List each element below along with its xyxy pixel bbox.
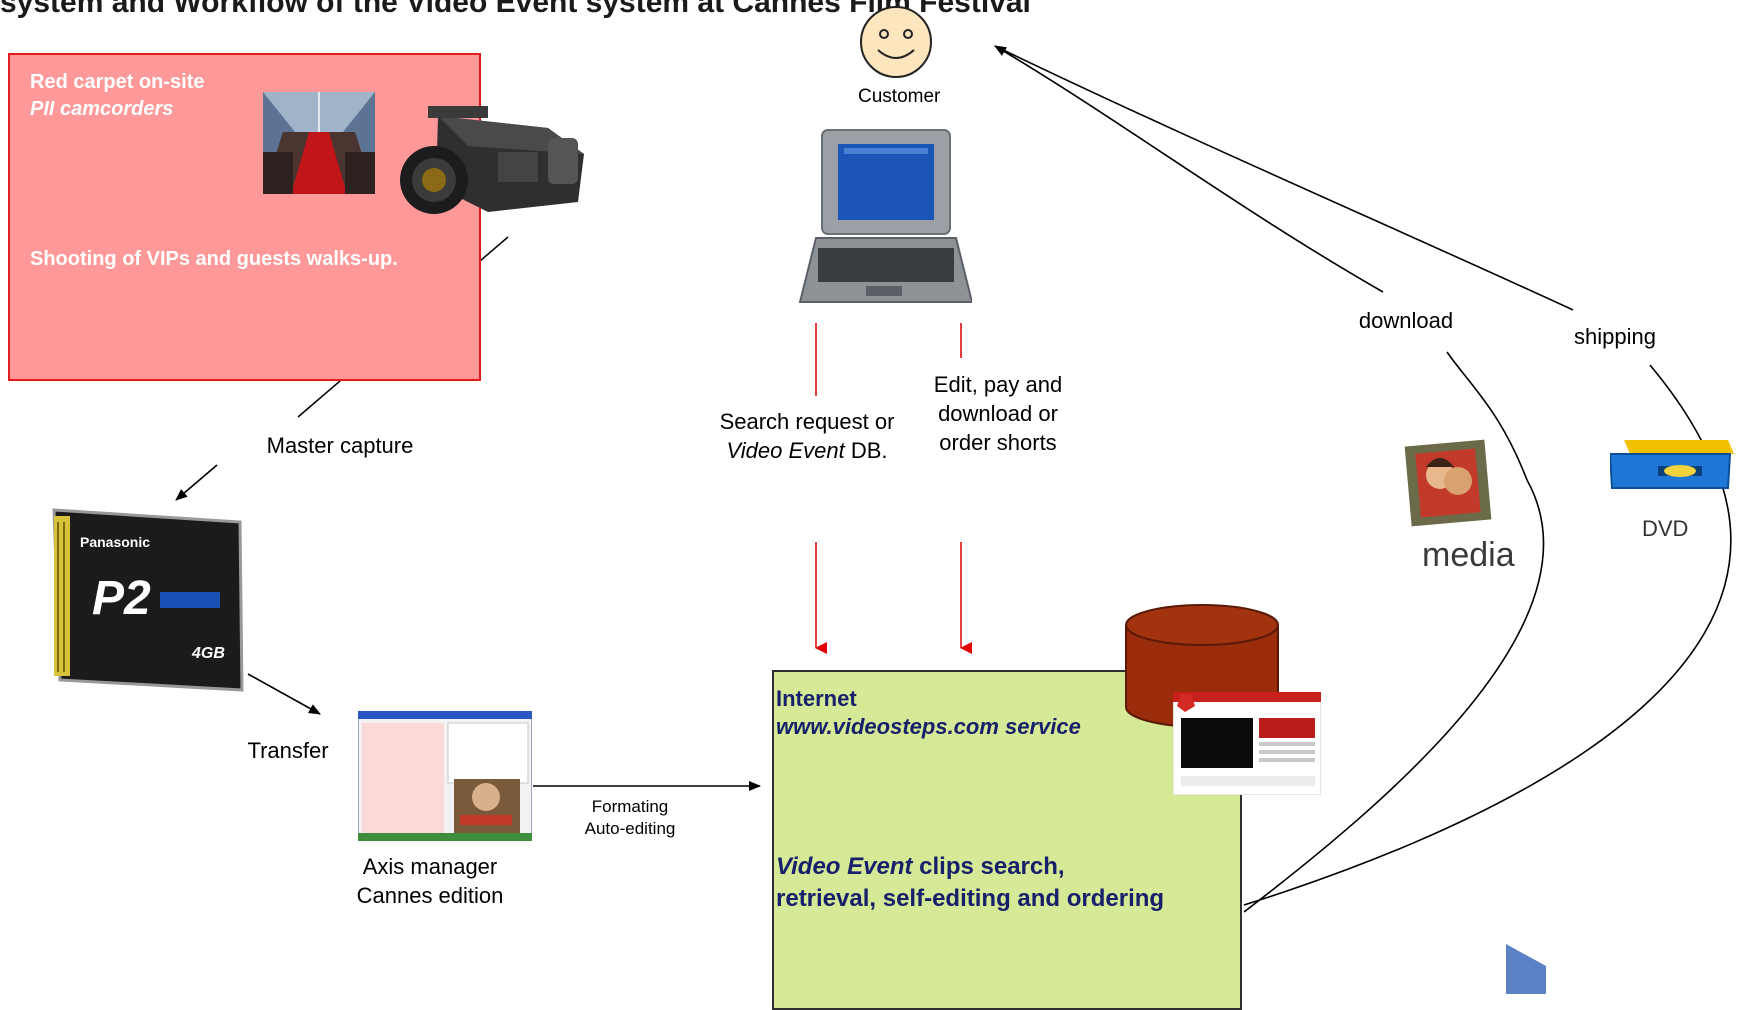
search-request-label: Search request or Video Event DB. bbox=[719, 409, 895, 463]
customer-smiley-icon bbox=[860, 6, 932, 78]
formating-label: Formating Auto-editing bbox=[584, 797, 676, 838]
website-screenshot bbox=[1173, 692, 1321, 795]
internet-title: Internet bbox=[776, 686, 857, 711]
p2-model: P2 bbox=[92, 572, 151, 625]
camcorder-icon bbox=[400, 106, 584, 214]
page-title: system and Workflow of the Video Event s… bbox=[0, 0, 1031, 19]
shooting-description: Shooting of VIPs and guests walks-up. bbox=[30, 248, 398, 270]
red-carpet-title: Red carpet on-site bbox=[30, 71, 205, 93]
service-url: www.videosteps.com service bbox=[776, 714, 1081, 739]
p2-card-icon: Panasonic P2 4GB bbox=[52, 508, 244, 692]
laptop-icon bbox=[798, 129, 972, 303]
red-carpet-photo bbox=[263, 92, 375, 194]
media-label: media bbox=[1422, 536, 1515, 574]
p2-capacity: 4GB bbox=[191, 645, 225, 662]
download-label: download bbox=[1358, 308, 1454, 333]
media-film-icon bbox=[1404, 439, 1492, 527]
edit-pay-label: Edit, pay and download or order shorts bbox=[933, 372, 1063, 455]
axis-manager-label: Axis manager Cannes edition bbox=[356, 854, 504, 908]
download-curve bbox=[1243, 351, 1545, 913]
customer-label: Customer bbox=[858, 86, 941, 107]
service-description-2: retrieval, self-editing and ordering bbox=[776, 885, 1165, 912]
dvd-player-icon bbox=[1610, 440, 1734, 489]
master-capture-label: Master capture bbox=[266, 433, 414, 458]
shipping-curve bbox=[1243, 364, 1732, 906]
red-carpet-box: Red carpet on-site PII camcorders Shooti… bbox=[8, 53, 481, 381]
to-p2-arrow bbox=[175, 464, 218, 501]
p2-brand: Panasonic bbox=[80, 534, 150, 550]
axis-manager-screenshot bbox=[358, 711, 532, 841]
camcorder-type: PII camcorders bbox=[30, 98, 174, 120]
dvd-label: DVD bbox=[1642, 516, 1689, 541]
service-description-1: Video Event clips search, bbox=[776, 853, 1065, 880]
internet-service-box: Internet www.videosteps.com service Vide… bbox=[772, 670, 1242, 1010]
shipping-label: shipping bbox=[1574, 324, 1656, 349]
p2-to-axis-arrow bbox=[247, 673, 321, 715]
transfer-label: Transfer bbox=[247, 738, 329, 763]
partial-blue-shape bbox=[1506, 944, 1546, 994]
